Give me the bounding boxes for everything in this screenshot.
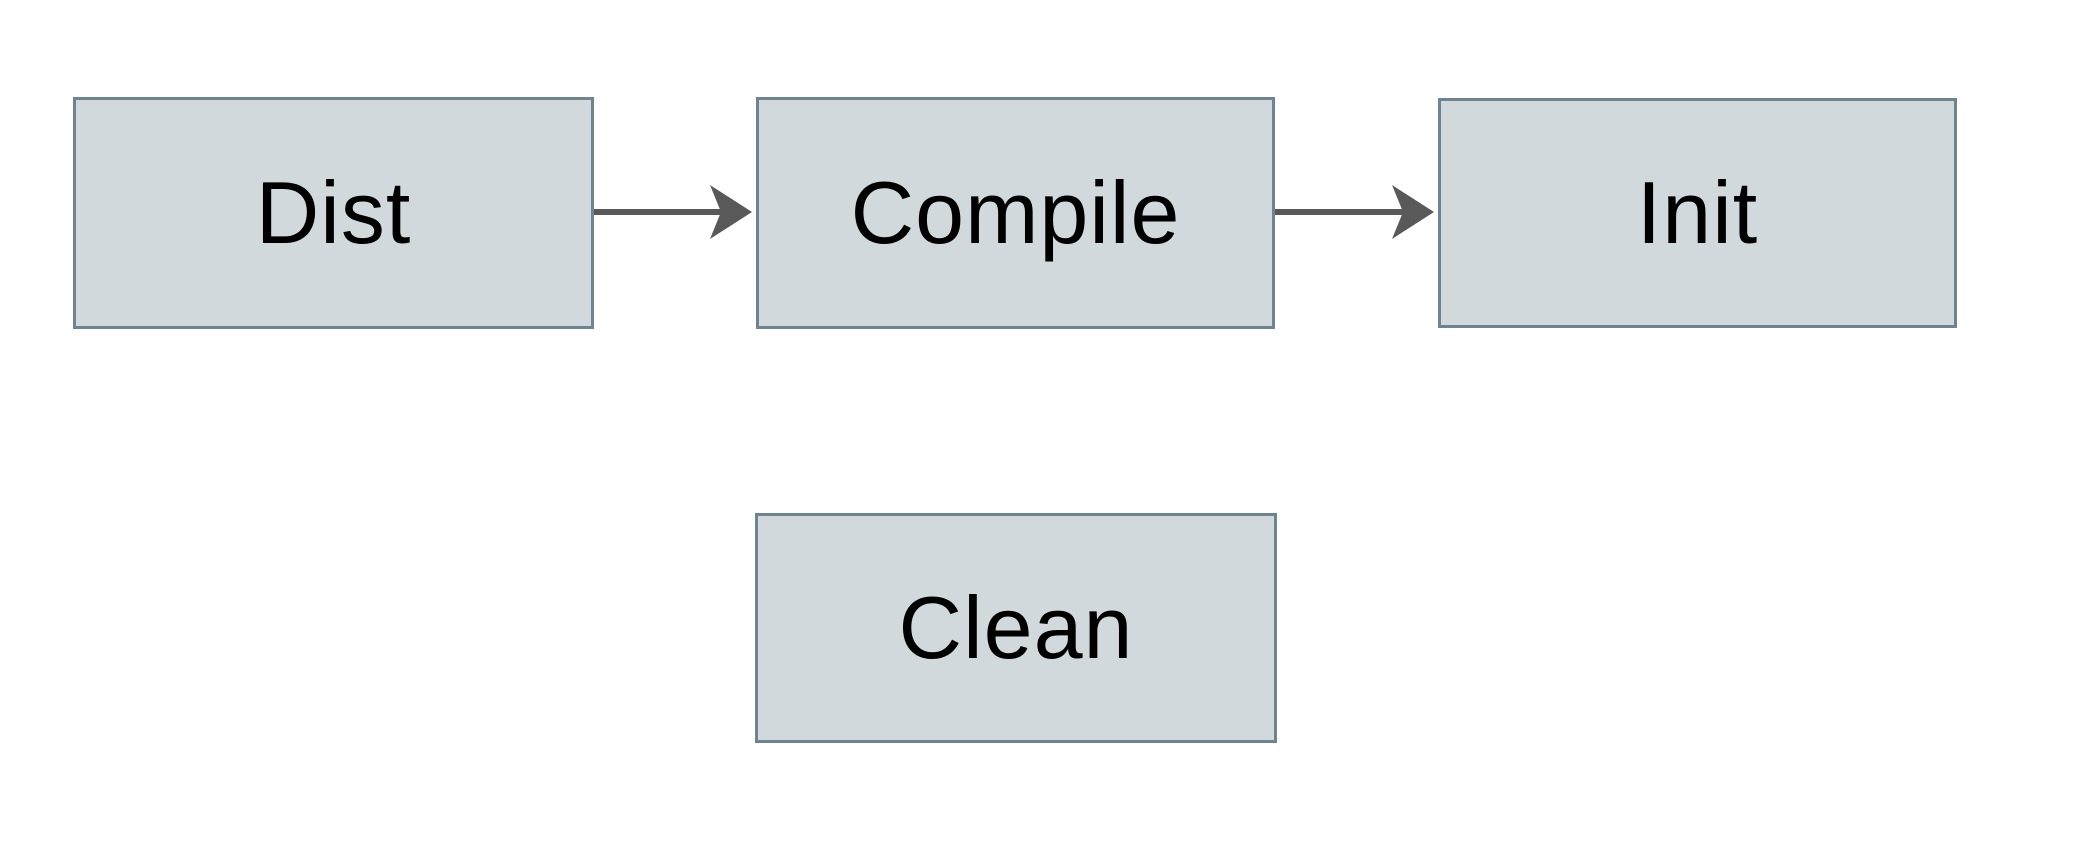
node-init-label: Init [1636, 163, 1759, 262]
arrow-compile-to-init [1275, 185, 1434, 239]
node-compile-label: Compile [850, 163, 1181, 262]
node-clean-label: Clean [898, 578, 1134, 677]
arrow-dist-to-compile [594, 185, 752, 239]
node-init: Init [1438, 98, 1957, 328]
node-dist: Dist [73, 97, 594, 329]
node-compile: Compile [756, 97, 1275, 329]
node-clean: Clean [755, 513, 1277, 743]
node-dist-label: Dist [255, 163, 412, 262]
